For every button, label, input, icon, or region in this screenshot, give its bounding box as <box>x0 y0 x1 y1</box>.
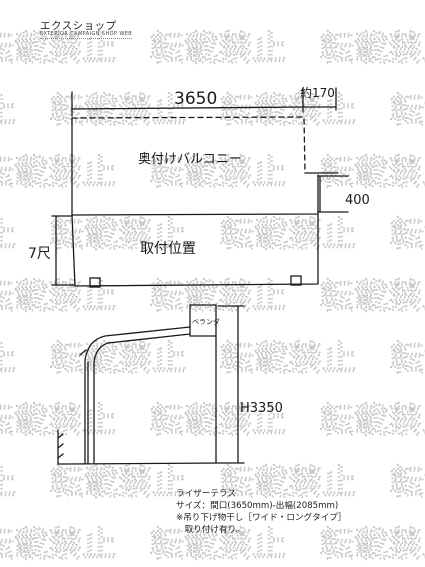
watermark-text: 転載禁止 <box>320 525 425 565</box>
watermark-text: 転載禁止 <box>220 215 356 255</box>
depth-label: 400 <box>345 193 370 208</box>
watermark-text: 転載禁止 <box>150 153 286 193</box>
balcony-outline <box>71 116 306 174</box>
balcony-label: 奥付けバルコニー <box>138 152 242 167</box>
extra-width-label: 約170 <box>300 85 335 100</box>
mounting-box <box>71 213 319 287</box>
ground-line <box>65 462 223 465</box>
mounting-position-label: 取付位置 <box>140 241 196 257</box>
watermark-text: 転載禁止 <box>50 463 186 503</box>
watermark-text: 転載禁止 <box>150 29 286 69</box>
watermark-text: 転載禁止 <box>320 401 425 441</box>
watermark-text: 転載禁止 <box>0 277 116 317</box>
shop-name: エクスショップ <box>40 20 117 32</box>
shop-subtitle: EXTERIOR CAMPAIGN SHOP WEB <box>40 31 133 39</box>
watermark-text: 転載禁止 <box>320 277 425 317</box>
watermark-text: 転載禁止 <box>150 277 286 317</box>
watermark-text: 転載禁止 <box>390 463 425 503</box>
elevation-height-label: H3350 <box>240 401 283 416</box>
watermark-text: 転載禁止 <box>150 525 286 565</box>
product-caption: ライザーテラス サイズ：間口(3650mm)-出幅(2085mm) ※吊り下げ物… <box>176 488 346 536</box>
elevation-beam-face <box>189 304 217 337</box>
watermark-text: 転載禁止 <box>0 339 16 379</box>
post-foot-left <box>89 277 101 288</box>
watermark-text: 転載禁止 <box>0 463 16 503</box>
elevation-roof-lower <box>93 333 191 464</box>
watermark-text: 転載禁止 <box>220 339 356 379</box>
caption-size: サイズ：間口(3650mm)-出幅(2085mm) <box>176 501 339 511</box>
watermark-text: 転載禁止 <box>390 339 425 379</box>
watermark-text: 転載禁止 <box>0 29 116 69</box>
elevation-beam-box <box>189 304 217 464</box>
elevation-roof-upper <box>84 326 191 464</box>
balcony-box <box>71 117 319 216</box>
watermark-text: 転載禁止 <box>320 29 425 69</box>
ground-hatch-3 <box>57 453 64 459</box>
width-label: 3650 <box>174 89 217 109</box>
width-dimension-line <box>71 106 304 110</box>
ground-edge <box>57 429 67 465</box>
watermark-text: 転載禁止 <box>390 215 425 255</box>
watermark-text: 転載禁止 <box>390 91 425 131</box>
watermark-text: 転載禁止 <box>220 463 356 503</box>
watermark-text: 転載禁止 <box>0 153 116 193</box>
caption-note: ※吊り下げ物干し［ワイド・ロングタイプ］ <box>176 513 347 523</box>
caption-product-name: ライザーテラス <box>176 489 236 499</box>
beam-label: ベランダ <box>192 317 220 326</box>
watermark-text: 転載禁止 <box>0 91 16 131</box>
watermark-text: 転載禁止 <box>0 215 16 255</box>
watermark-text: 転載禁止 <box>0 525 116 565</box>
roof-edge-tick <box>79 349 87 356</box>
ground-hatch-1 <box>57 433 64 439</box>
watermark-text: 転載禁止 <box>50 339 186 379</box>
watermark-text: 転載禁止 <box>150 401 286 441</box>
left-height-label: 7尺 <box>28 246 51 262</box>
caption-note-cont: 取り付け有り。 <box>176 525 245 535</box>
watermark-text: 転載禁止 <box>220 91 356 131</box>
post-foot-right <box>290 275 302 286</box>
ground-hatch-2 <box>57 443 64 449</box>
